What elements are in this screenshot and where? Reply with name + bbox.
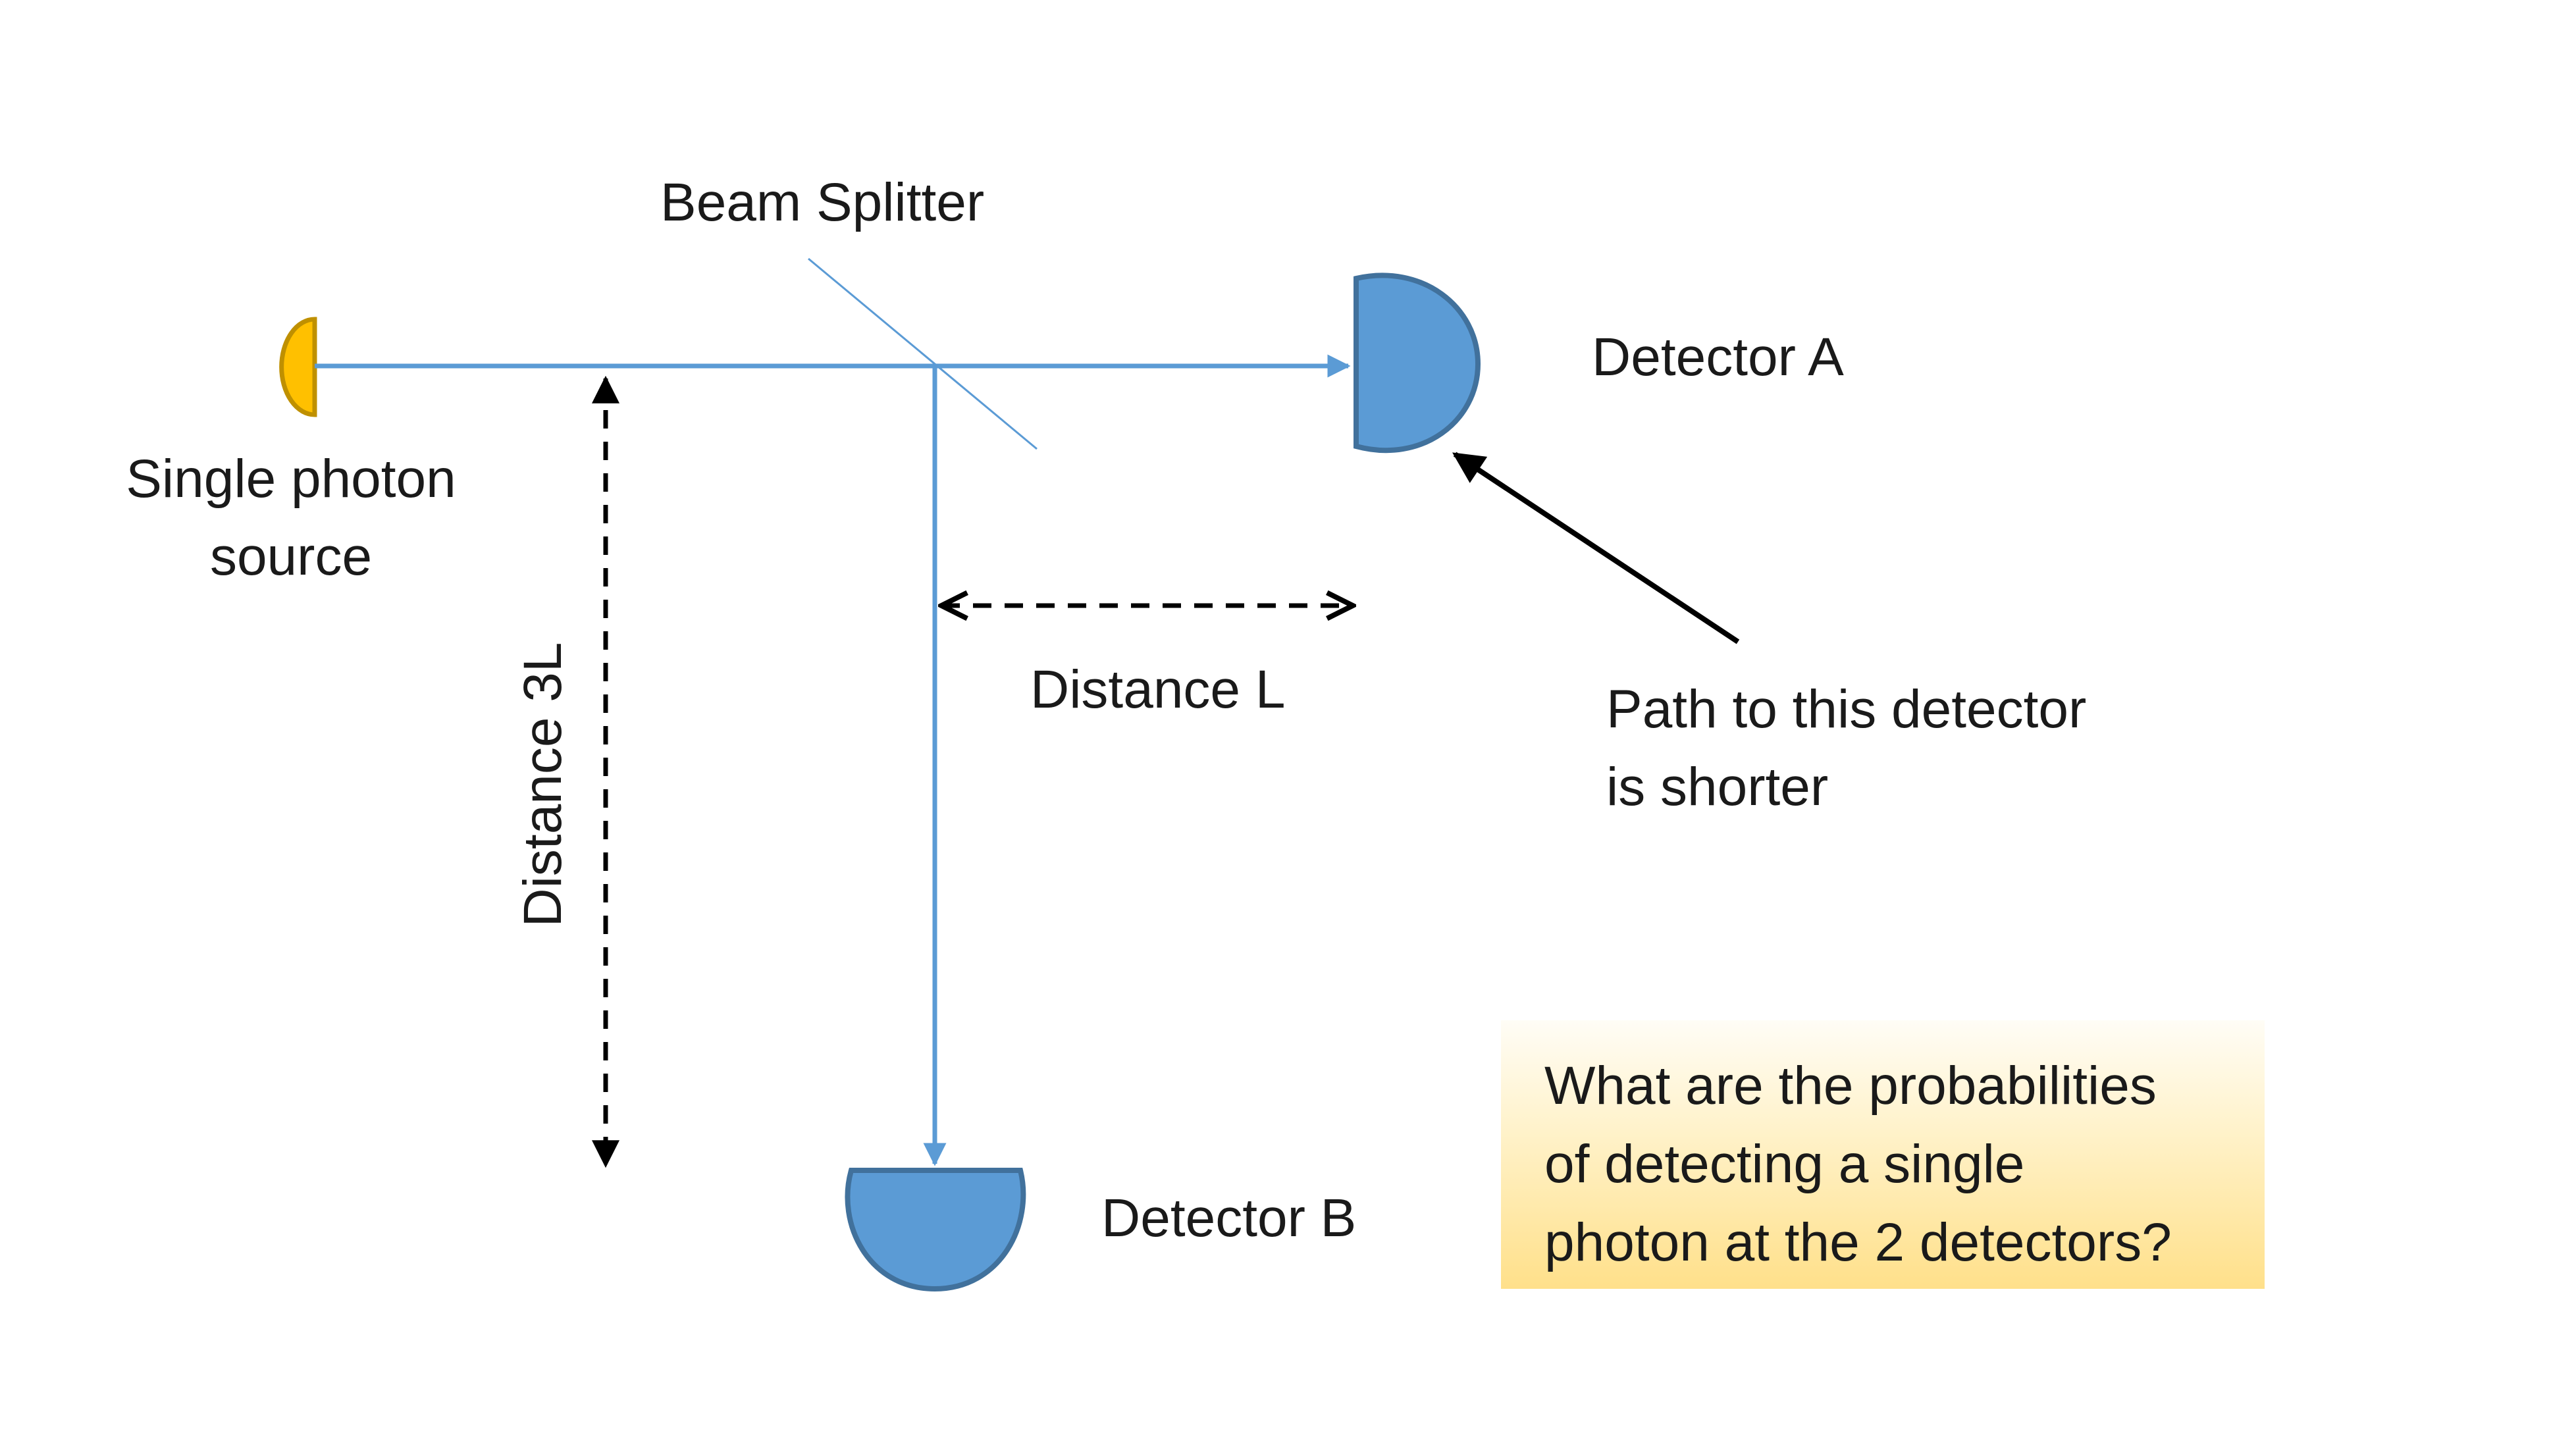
detector-a-label: Detector A: [1592, 327, 1844, 387]
source-label-line2: source: [210, 527, 372, 586]
detector-b-label: Detector B: [1101, 1188, 1356, 1248]
beam-splitter: [808, 257, 1038, 450]
question-line-3: photon at the 2 detectors?: [1544, 1212, 2172, 1272]
detector-a-icon: [1354, 273, 1481, 454]
question-line-1: What are the probabilities: [1544, 1056, 2157, 1116]
question-box: What are the probabilities of detecting …: [1501, 1020, 2265, 1289]
path-note-line2: is shorter: [1606, 757, 1828, 817]
photon-source-icon: [279, 317, 317, 417]
path-note-line1: Path to this detector: [1606, 679, 2086, 739]
path-note-arrow: [1452, 452, 1740, 644]
detector-b-icon: [845, 1168, 1026, 1292]
distance-l-label: Distance L: [1030, 660, 1285, 719]
source-label-line1: Single photon: [126, 449, 456, 509]
beam-splitter-label: Beam Splitter: [660, 172, 984, 232]
question-line-2: of detecting a single: [1544, 1134, 2025, 1194]
distance-3l-label: Distance 3L: [513, 642, 573, 927]
